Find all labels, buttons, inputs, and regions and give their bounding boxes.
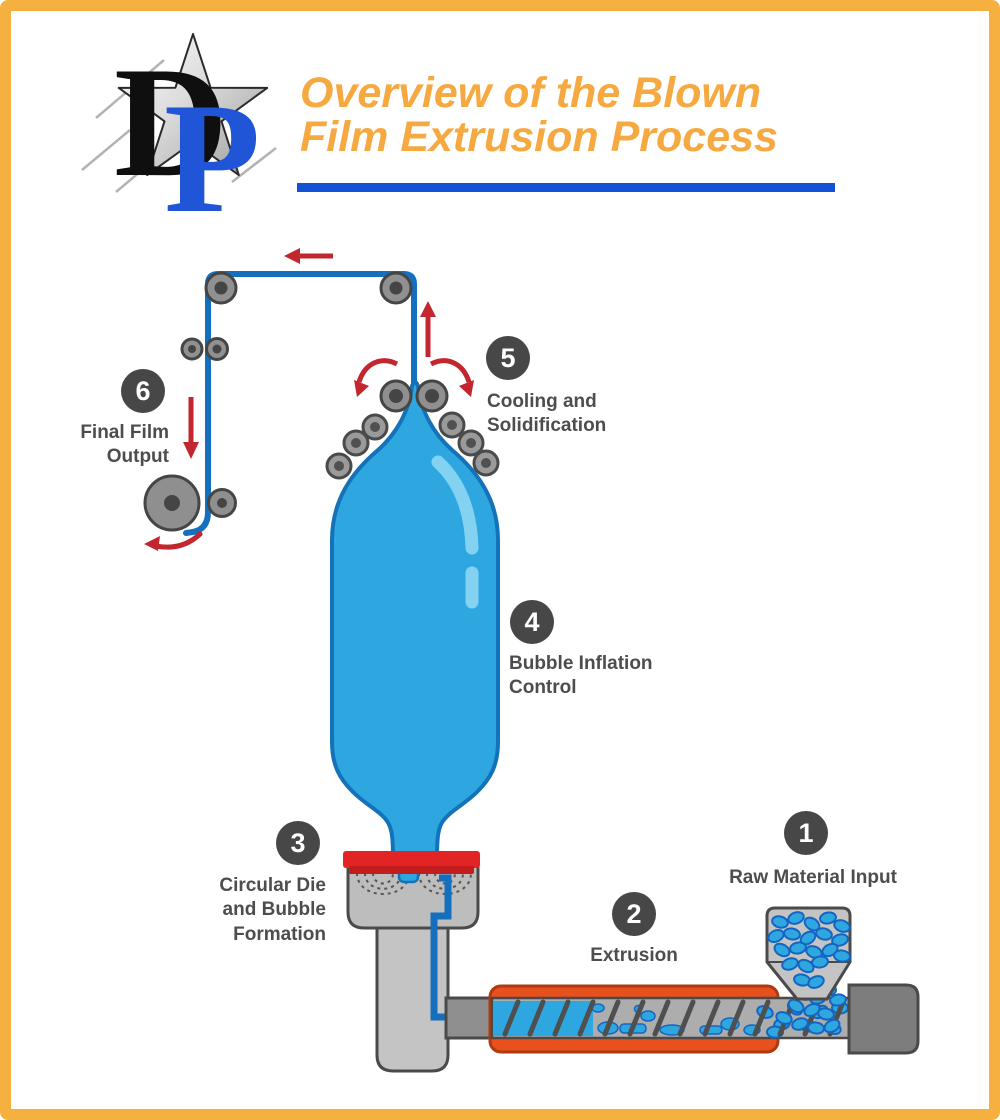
hopper: [765, 906, 852, 1001]
step-label-3-line2: and Bubble: [222, 899, 326, 921]
arrow-up-icon: [420, 301, 436, 357]
logo-letter-p: P: [164, 71, 261, 246]
step-badge-5: 5: [486, 336, 530, 380]
bubble-highlight: [431, 455, 479, 555]
step-label-6-line1: Final Film: [80, 422, 169, 443]
step-label-6-line2: Output: [106, 446, 169, 468]
nip-rollers: [379, 379, 449, 413]
step-label-5-line2: Solidification: [487, 415, 607, 437]
nip-rotation-arrow-right-icon: [429, 358, 474, 397]
step-label-5-line1: Cooling and: [487, 391, 597, 412]
step-label-1-line1: Raw Material Input: [729, 867, 897, 888]
step-label-3-line1: Circular Die: [219, 875, 326, 896]
step-label-3-line3: Formation: [233, 923, 326, 945]
nip-rotation-arrow-left-icon: [354, 358, 399, 397]
step-label-2: Extrusion: [554, 944, 714, 968]
step-badge-1: 1: [784, 811, 828, 855]
page-title: Overview of the Blown Film Extrusion Pro…: [300, 69, 778, 161]
step-label-4-line1: Bubble Inflation: [509, 653, 653, 674]
step-label-3: Circular Die and Bubble Formation: [166, 874, 326, 947]
guide-rollers: [180, 271, 413, 361]
title-line-2: Film Extrusion Process: [300, 112, 778, 161]
die-cap-ring: [343, 851, 480, 874]
winder-roll: [143, 474, 237, 532]
winder-rotation-arrow-icon: [144, 531, 203, 551]
drive-motor: [847, 983, 920, 1055]
step-label-6: Final Film Output: [49, 421, 169, 470]
die-stand: [375, 924, 450, 1073]
arrow-down-icon: [183, 397, 199, 459]
step-badge-4: 4: [510, 600, 554, 644]
title-underline: [297, 183, 835, 192]
arrow-left-icon: [284, 248, 333, 264]
barrel-connector: [444, 996, 494, 1040]
step-badge-3: 3: [276, 821, 320, 865]
step-badge-6: 6: [121, 369, 165, 413]
step-label-5: Cooling and Solidification: [487, 390, 667, 439]
step-label-2-line1: Extrusion: [590, 945, 678, 966]
logo-letter-d: D: [114, 35, 229, 210]
extruder: [444, 906, 920, 1055]
star-icon: [81, 33, 277, 193]
film-bubble: [330, 380, 500, 860]
cooling-rollers: [325, 411, 500, 480]
step-label-4-line2: Control: [509, 677, 577, 699]
hopper-pellets: [767, 911, 851, 989]
step-label-4: Bubble Inflation Control: [509, 652, 709, 701]
step-label-1: Raw Material Input: [693, 866, 933, 890]
step-badge-2: 2: [612, 892, 656, 936]
title-line-1: Overview of the Blown: [300, 69, 762, 117]
